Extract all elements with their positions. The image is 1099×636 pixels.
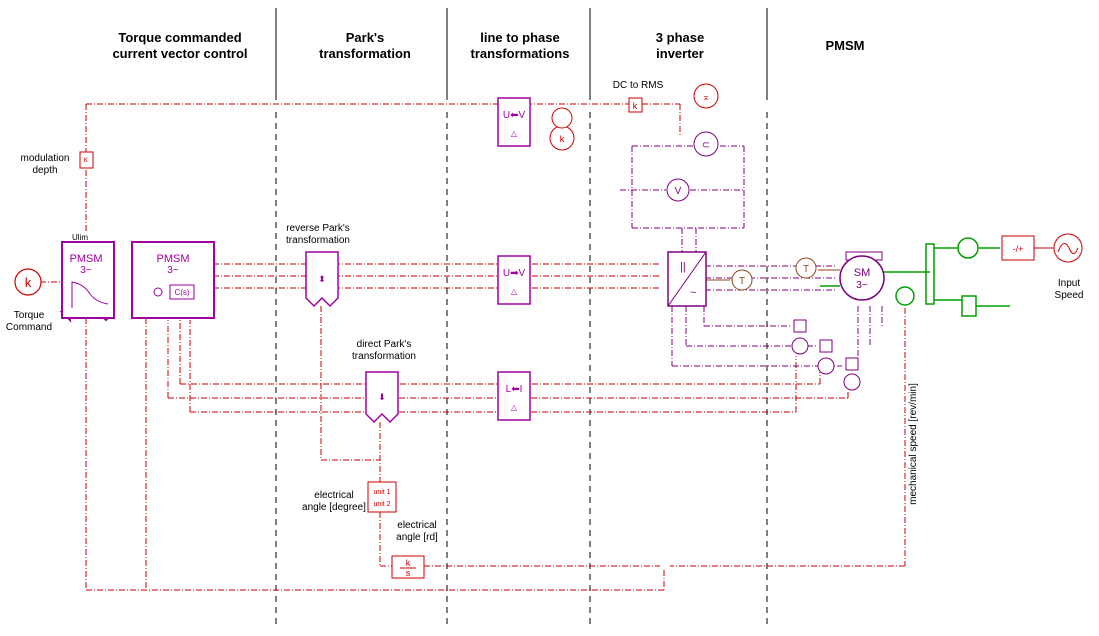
pmsm-1-phase: 3~ bbox=[80, 265, 92, 276]
pmsm-control-block-1[interactable]: PMSM 3~ Ulim bbox=[59, 233, 115, 323]
pmsm-2-phase: 3~ bbox=[167, 265, 179, 276]
label-dc-to-rms: DC to RMS bbox=[612, 80, 664, 91]
line-phase-block-bottom[interactable]: L⬅I △ bbox=[497, 371, 531, 421]
svg-text:△: △ bbox=[511, 129, 518, 138]
svg-text:k: k bbox=[560, 134, 565, 144]
line-phase-block-top[interactable]: U⬅V △ bbox=[497, 97, 531, 147]
integrator-num: k bbox=[406, 558, 411, 568]
dc-source: ⌅ ⊂ V bbox=[666, 83, 719, 202]
integrator-den: s bbox=[406, 568, 411, 578]
title-inverter: 3 phase inverter bbox=[655, 30, 705, 61]
label-elec-angle-rd: electrical angle [rd] bbox=[396, 520, 438, 543]
label-input-speed: Input Speed bbox=[1054, 278, 1084, 301]
svg-text:L⬅I: L⬅I bbox=[506, 384, 523, 395]
pmsm-control-block-2[interactable]: PMSM 3~ C(s) bbox=[131, 241, 215, 319]
sm-label: SM bbox=[854, 267, 871, 279]
unit-converter[interactable]: unit 1 unit 2 bbox=[367, 481, 397, 513]
sm-phase-label: 3~ bbox=[856, 280, 868, 291]
svg-text:⊂: ⊂ bbox=[702, 140, 710, 151]
svg-text:V: V bbox=[675, 186, 682, 197]
svg-text:⬇: ⬇ bbox=[378, 392, 386, 402]
section-dividers bbox=[275, 8, 768, 626]
svg-text:~: ~ bbox=[690, 287, 696, 299]
svg-text:ᴷ: ᴷ bbox=[84, 156, 88, 166]
pmsm-motor[interactable]: SM 3~ T bbox=[795, 251, 885, 301]
title-line-phase: line to phase transformations bbox=[470, 30, 570, 61]
inverter-temp-sensor: T bbox=[706, 269, 753, 291]
line-phase-block-mid[interactable]: U➡V △ bbox=[497, 255, 531, 305]
label-direct-park: direct Park's transformation bbox=[352, 339, 416, 362]
svg-text:⬍: ⬍ bbox=[318, 274, 326, 284]
title-control: Torque commanded current vector control bbox=[112, 30, 248, 61]
dc-to-rms-gain[interactable]: k bbox=[628, 97, 643, 113]
title-park: Park's transformation bbox=[319, 30, 411, 61]
mechanical-load bbox=[820, 237, 1010, 317]
signal-wires bbox=[40, 103, 906, 591]
label-elec-angle-deg: electrical angle [degree] bbox=[302, 490, 366, 513]
label-mech-speed: mechanical speed [rev/min] bbox=[908, 383, 919, 505]
svg-text:△: △ bbox=[511, 287, 518, 296]
integrator-k-over-s[interactable]: k s bbox=[391, 555, 425, 579]
svg-text:||: || bbox=[680, 261, 686, 273]
svg-text:U⬅V: U⬅V bbox=[503, 110, 526, 121]
modulation-depth-gain[interactable]: ᴷ bbox=[79, 151, 94, 169]
label-modulation-depth: modulation depth bbox=[20, 153, 70, 176]
svg-text:⌅: ⌅ bbox=[702, 92, 710, 102]
input-speed-source[interactable] bbox=[1034, 233, 1083, 263]
svg-text:△: △ bbox=[511, 403, 518, 412]
ulim-label: Ulim bbox=[72, 233, 88, 242]
cs-label: C(s) bbox=[174, 288, 189, 297]
temp-sensor-label: T bbox=[739, 276, 745, 287]
torque-source-k: k bbox=[25, 275, 32, 290]
power-wires bbox=[620, 145, 883, 367]
direct-park-block[interactable]: ⬇ bbox=[365, 371, 399, 424]
unit2-label: unit 2 bbox=[373, 501, 390, 508]
label-reverse-park: reverse Park's transformation bbox=[286, 223, 350, 246]
current-sensors bbox=[791, 319, 861, 391]
torque-command-source[interactable]: k bbox=[14, 268, 42, 296]
speed-converter[interactable]: -/+ bbox=[1001, 235, 1035, 261]
pmsm-2-name: PMSM bbox=[157, 253, 190, 265]
title-pmsm: PMSM bbox=[825, 38, 865, 53]
svg-text:U➡V: U➡V bbox=[503, 268, 526, 279]
reverse-park-block[interactable]: ⬍ bbox=[305, 251, 339, 308]
pmsm-1-name: PMSM bbox=[70, 253, 103, 265]
label-torque-command: Torque Command bbox=[5, 310, 53, 333]
three-phase-inverter[interactable]: || ~ bbox=[667, 251, 707, 307]
svg-text:-/+: -/+ bbox=[1013, 244, 1024, 254]
top-sensors: k bbox=[549, 107, 575, 151]
unit1-label: unit 1 bbox=[373, 489, 390, 496]
dc-rms-k: k bbox=[633, 101, 638, 111]
svg-text:T: T bbox=[803, 264, 809, 275]
